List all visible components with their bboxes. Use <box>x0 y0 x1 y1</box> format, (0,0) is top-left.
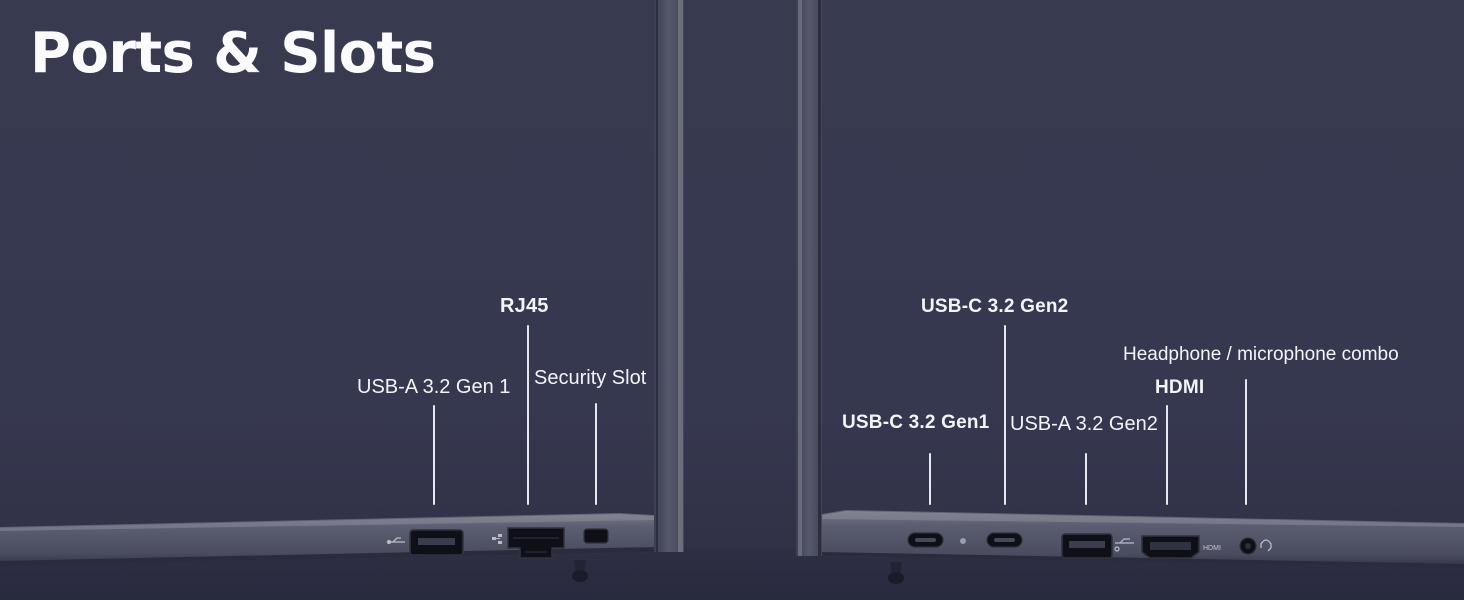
network-icon <box>492 534 502 544</box>
usb-ss-icon <box>1114 538 1134 552</box>
usb-c-gen2-label: USB-C 3.2 Gen2 <box>921 296 1069 317</box>
usb-icon <box>386 537 405 545</box>
right-laptop-illustration <box>796 0 1464 584</box>
rj45-label: RJ45 <box>500 295 549 317</box>
page-title: Ports & Slots <box>30 21 436 86</box>
right-ports: HDMI <box>907 532 1272 559</box>
usb-a-gen2-label: USB-A 3.2 Gen2 <box>1010 413 1158 435</box>
left-laptop-illustration <box>0 0 684 582</box>
usb-a-gen1-label: USB-A 3.2 Gen 1 <box>357 376 511 398</box>
rj45-port <box>507 527 565 559</box>
hdmi-port-marking: HDMI <box>1203 545 1221 552</box>
security-slot-port <box>583 528 609 544</box>
status-led <box>960 538 966 544</box>
pointer-lines <box>433 325 1247 505</box>
audio-combo-label: Headphone / microphone combo <box>1123 344 1399 365</box>
left-ports <box>386 527 609 559</box>
usb-c-gen1-label: USB-C 3.2 Gen1 <box>842 412 990 433</box>
hdmi-label: HDMI <box>1155 377 1205 398</box>
security-slot-label: Security Slot <box>534 367 647 389</box>
headset-icon <box>1260 539 1272 552</box>
